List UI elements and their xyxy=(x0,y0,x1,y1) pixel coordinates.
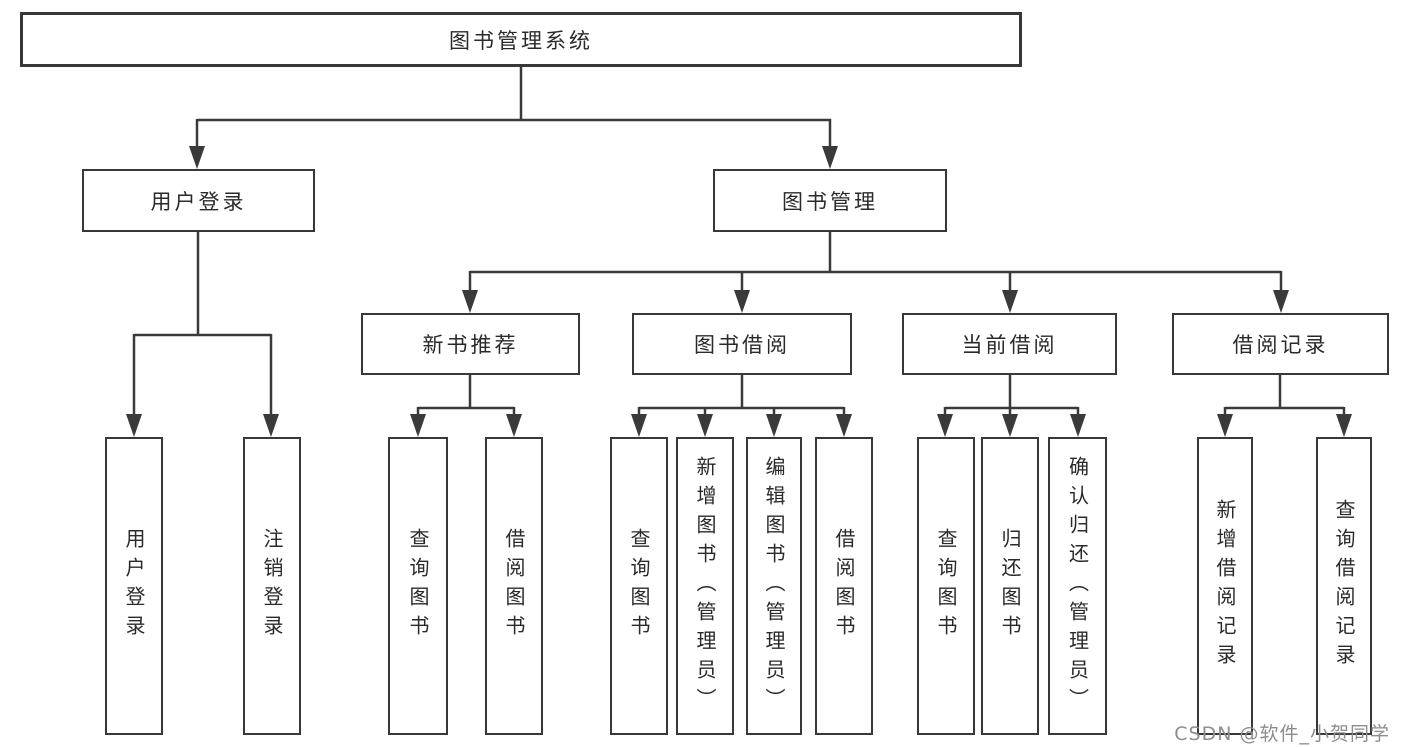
node-leaf-query-borrow-record: 查询借阅记录 xyxy=(1316,437,1372,735)
node-book-borrow: 图书借阅 xyxy=(632,313,852,375)
node-leaf-query-borrow-record-label: 查询借阅记录 xyxy=(1332,499,1356,673)
node-leaf-query-books-borrow-label: 查询图书 xyxy=(627,528,651,644)
node-user-login-label: 用户登录 xyxy=(150,189,247,214)
node-leaf-edit-books-admin-label: 编辑图书（管理员） xyxy=(762,455,786,717)
node-new-book-rec: 新书推荐 xyxy=(361,313,580,375)
node-user-login: 用户登录 xyxy=(82,169,315,232)
node-borrow-record-label: 借阅记录 xyxy=(1232,333,1329,357)
node-leaf-borrow-books: 借阅图书 xyxy=(815,437,873,735)
node-leaf-user-login-label: 用户登录 xyxy=(122,528,146,644)
node-leaf-add-borrow-record: 新增借阅记录 xyxy=(1197,437,1253,735)
node-book-mgmt: 图书管理 xyxy=(713,169,947,232)
node-root-system-label: 图书管理系统 xyxy=(449,28,593,53)
node-leaf-user-login: 用户登录 xyxy=(105,437,163,735)
connector-book-mgmt-to-level3 xyxy=(462,232,1289,313)
node-leaf-return-books: 归还图书 xyxy=(981,437,1039,735)
node-book-borrow-label: 图书借阅 xyxy=(694,333,790,357)
node-current-borrow-label: 当前借阅 xyxy=(961,333,1058,357)
node-leaf-query-books-rec-label: 查询图书 xyxy=(406,528,430,644)
node-book-mgmt-label: 图书管理 xyxy=(782,189,878,214)
node-leaf-borrow-books-label: 借阅图书 xyxy=(832,528,856,644)
node-current-borrow: 当前借阅 xyxy=(902,313,1117,375)
connector-borrow-record-to-children xyxy=(1217,375,1352,437)
node-leaf-add-books-admin-label: 新增图书（管理员） xyxy=(693,455,717,717)
connector-book-borrow-to-children xyxy=(631,375,852,437)
connector-user-login-to-children xyxy=(126,232,279,437)
csdn-watermark: CSDN @软件_小贺同学 xyxy=(1174,723,1390,745)
node-leaf-add-borrow-record-label: 新增借阅记录 xyxy=(1213,499,1237,673)
node-leaf-borrow-books-rec: 借阅图书 xyxy=(485,437,543,735)
node-leaf-return-books-label: 归还图书 xyxy=(998,528,1022,644)
node-leaf-logout-login: 注销登录 xyxy=(243,437,301,735)
connector-root-to-level2 xyxy=(189,67,838,169)
node-leaf-query-books-borrow: 查询图书 xyxy=(610,437,668,735)
connector-new-book-rec-to-children xyxy=(410,375,522,437)
node-leaf-add-books-admin: 新增图书（管理员） xyxy=(676,437,734,735)
node-leaf-confirm-return-admin-label: 确认归还（管理员） xyxy=(1065,455,1090,717)
node-leaf-query-books-current-label: 查询图书 xyxy=(934,528,958,644)
node-borrow-record: 借阅记录 xyxy=(1172,313,1389,375)
connector-current-borrow-to-children xyxy=(937,375,1086,437)
node-leaf-edit-books-admin: 编辑图书（管理员） xyxy=(746,437,802,735)
node-root-system: 图书管理系统 xyxy=(20,12,1022,67)
node-leaf-confirm-return-admin: 确认归还（管理员） xyxy=(1048,437,1107,735)
node-leaf-borrow-books-rec-label: 借阅图书 xyxy=(502,528,526,644)
node-new-book-rec-label: 新书推荐 xyxy=(422,333,519,357)
node-leaf-query-books-rec: 查询图书 xyxy=(388,437,448,735)
node-leaf-logout-login-label: 注销登录 xyxy=(260,528,284,644)
node-leaf-query-books-current: 查询图书 xyxy=(917,437,975,735)
